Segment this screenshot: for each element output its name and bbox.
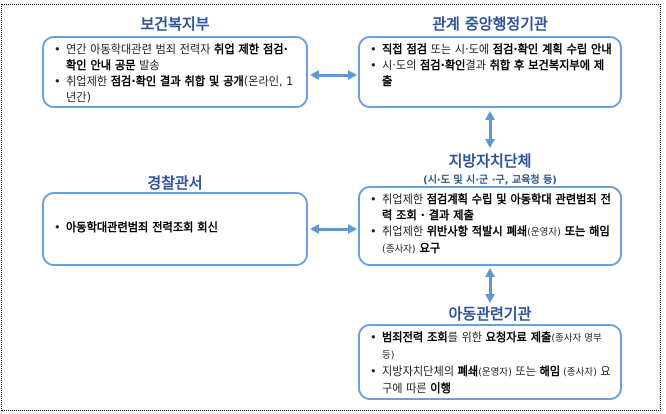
- text: (종사자): [560, 367, 597, 378]
- text: 결과: [465, 59, 490, 72]
- text: 또는: [511, 365, 540, 378]
- text: (온라인, 1년간): [66, 75, 294, 104]
- bold-text: 점검·확인 결과 취합 및 공개: [110, 75, 244, 88]
- central-title: 관계 중앙행정기관: [432, 15, 548, 33]
- text: 발송: [135, 59, 160, 72]
- bold-text: 폐쇄: [457, 365, 479, 378]
- text: 취업제한: [382, 193, 427, 206]
- local-title: 지방자치단체: [448, 152, 532, 170]
- bullet-item: 직접 점검 또는 시·도에 점검·확인 계획 수립 안내: [370, 42, 612, 58]
- bullet-item: 취업제한 위반사항 적발시 폐쇄(운영자) 또는 해임 (종사자) 요구: [370, 224, 612, 258]
- text: (종사자): [382, 244, 416, 255]
- bold-text: 해임: [539, 365, 561, 378]
- bold-text: 직접 점검: [382, 43, 428, 56]
- text: (종사자 명부 등): [382, 333, 602, 361]
- bold-text: 점검계획 수립 및 아동학대 관련범죄 전력 조회 · 결과 제출: [382, 193, 611, 222]
- bullet-item: 취업제한 점검계획 수립 및 아동학대 관련범죄 전력 조회 · 결과 제출: [370, 192, 612, 224]
- child-title: 아동관련기관: [448, 305, 532, 323]
- bullet-item: 시·도의 점검·확인결과 취합 후 보건복지부에 제출: [370, 58, 612, 90]
- text: 취업제한: [66, 75, 111, 88]
- bold-text: 위반사항 적발시 폐쇄: [426, 225, 528, 238]
- text: 연간 아동학대관련 범죄 전력자: [66, 43, 215, 56]
- text: (운영자): [527, 227, 561, 238]
- text: (운영자): [478, 367, 512, 378]
- bold-text: 점검·확인 계획 수립 안내: [492, 43, 612, 56]
- bullet-item: 범죄전력 조회를 위한 요청자료 제출(종사자 명부 등): [370, 330, 612, 364]
- central-box: 직접 점검 또는 시·도에 점검·확인 계획 수립 안내시·도의 점검·확인결과…: [358, 36, 622, 108]
- bold-text: 이행: [430, 382, 451, 395]
- mohw-title: 보건복지부: [140, 15, 210, 33]
- bold-text: 아동학대관련범죄 전력조회 회신: [66, 221, 218, 234]
- text: 요구에 따른: [382, 365, 611, 395]
- bold-text: 취합 후 보건복지부에 제출: [382, 59, 605, 88]
- local-box: 취업제한 점검계획 수립 및 아동학대 관련범죄 전력 조회 · 결과 제출취업…: [358, 186, 622, 266]
- bullet-item: 연간 아동학대관련 범죄 전력자 취업 제한 점검·확인 안내 공문 발송: [54, 42, 298, 74]
- diagram-frame: [1, 4, 661, 411]
- bold-text: 또는 해임: [560, 225, 610, 238]
- text: 시·도의: [382, 59, 420, 72]
- bold-text: 점검·확인: [420, 59, 466, 72]
- local-subtitle: (시·도 및 시·군 ·구, 교육청 등): [423, 175, 557, 186]
- text: 를 위한: [447, 331, 486, 344]
- bold-text: 요청자료 제출: [485, 331, 552, 344]
- text: 취업제한: [382, 225, 427, 238]
- bold-text: 요구: [415, 242, 441, 255]
- text: 지방자치단체의: [382, 365, 458, 378]
- bullet-item: 취업제한 점검·확인 결과 취합 및 공개(온라인, 1년간): [54, 74, 298, 106]
- bullet-item: 아동학대관련범죄 전력조회 회신: [54, 220, 298, 236]
- bold-text: 범죄전력 조회: [382, 331, 448, 344]
- bold-text: 취업 제한 점검·확인 안내 공문: [66, 43, 288, 72]
- bullet-item: 지방자치단체의 폐쇄(운영자) 또는 해임 (종사자) 요구에 따른 이행: [370, 364, 612, 397]
- child-box: 범죄전력 조회를 위한 요청자료 제출(종사자 명부 등)지방자치단체의 폐쇄(…: [358, 324, 622, 400]
- police-box: 아동학대관련범죄 전력조회 회신: [42, 192, 308, 266]
- text: 또는 시·도에: [427, 43, 493, 56]
- mohw-box: 연간 아동학대관련 범죄 전력자 취업 제한 점검·확인 안내 공문 발송취업제…: [42, 36, 308, 108]
- police-title: 경찰관서: [147, 174, 203, 192]
